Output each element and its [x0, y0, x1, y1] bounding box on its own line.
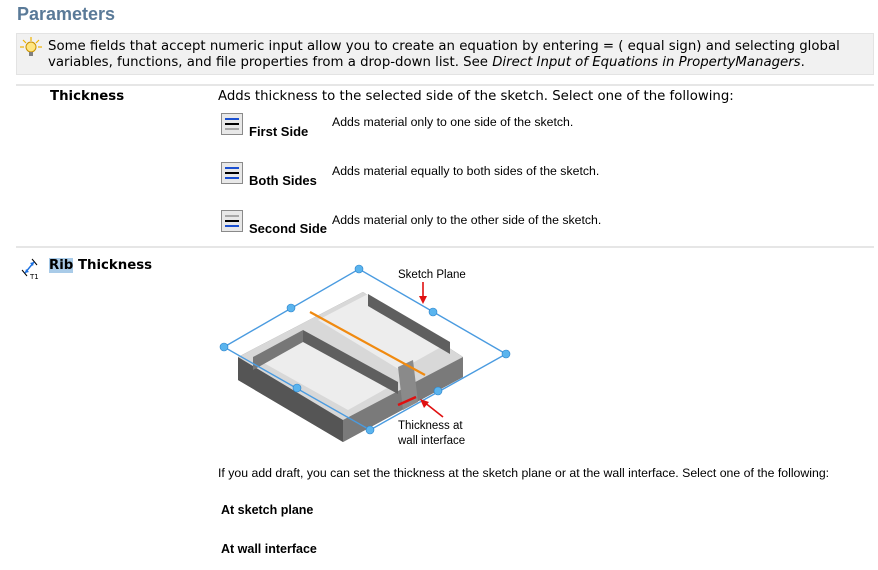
at-sketch-plane-option: At sketch plane [221, 503, 314, 517]
lightbulb-icon [20, 37, 42, 56]
tip-note: Some fields that accept numeric input al… [16, 33, 874, 75]
draft-description: If you add draft, you can set the thickn… [218, 466, 830, 480]
first-side-description: Adds material only to one side of the sk… [332, 115, 574, 129]
first-side-icon[interactable] [221, 113, 243, 135]
second-side-description: Adds material only to the other side of … [332, 213, 602, 227]
rib-thickness-figure: Sketch Plane Thickness at wall interface [219, 264, 511, 447]
second-side-label: Second Side [249, 221, 328, 236]
divider [16, 84, 874, 86]
rib-thickness-icon: T1 [21, 258, 39, 280]
svg-text:Thickness at: Thickness at [398, 420, 463, 432]
first-side-label: First Side [249, 124, 309, 139]
svg-text:T1: T1 [29, 273, 39, 280]
thickness-term: Thickness [50, 89, 125, 104]
both-sides-description: Adds material equally to both sides of t… [332, 164, 600, 178]
rib-thickness-term: Rib Thickness [49, 258, 153, 273]
search-highlight: Rib [49, 258, 74, 273]
tip-text: Some fields that accept numeric input al… [48, 39, 840, 70]
svg-text:Sketch Plane: Sketch Plane [398, 269, 466, 281]
section-title: Parameters [17, 4, 116, 24]
svg-text:wall interface: wall interface [397, 435, 465, 447]
both-sides-icon[interactable] [221, 162, 243, 184]
at-wall-interface-option: At wall interface [221, 542, 317, 556]
second-side-icon[interactable] [221, 210, 243, 232]
equations-link[interactable]: Direct Input of Equations in PropertyMan… [492, 55, 801, 70]
divider [16, 246, 874, 248]
both-sides-label: Both Sides [249, 173, 317, 188]
thickness-description: Adds thickness to the selected side of t… [218, 89, 734, 104]
